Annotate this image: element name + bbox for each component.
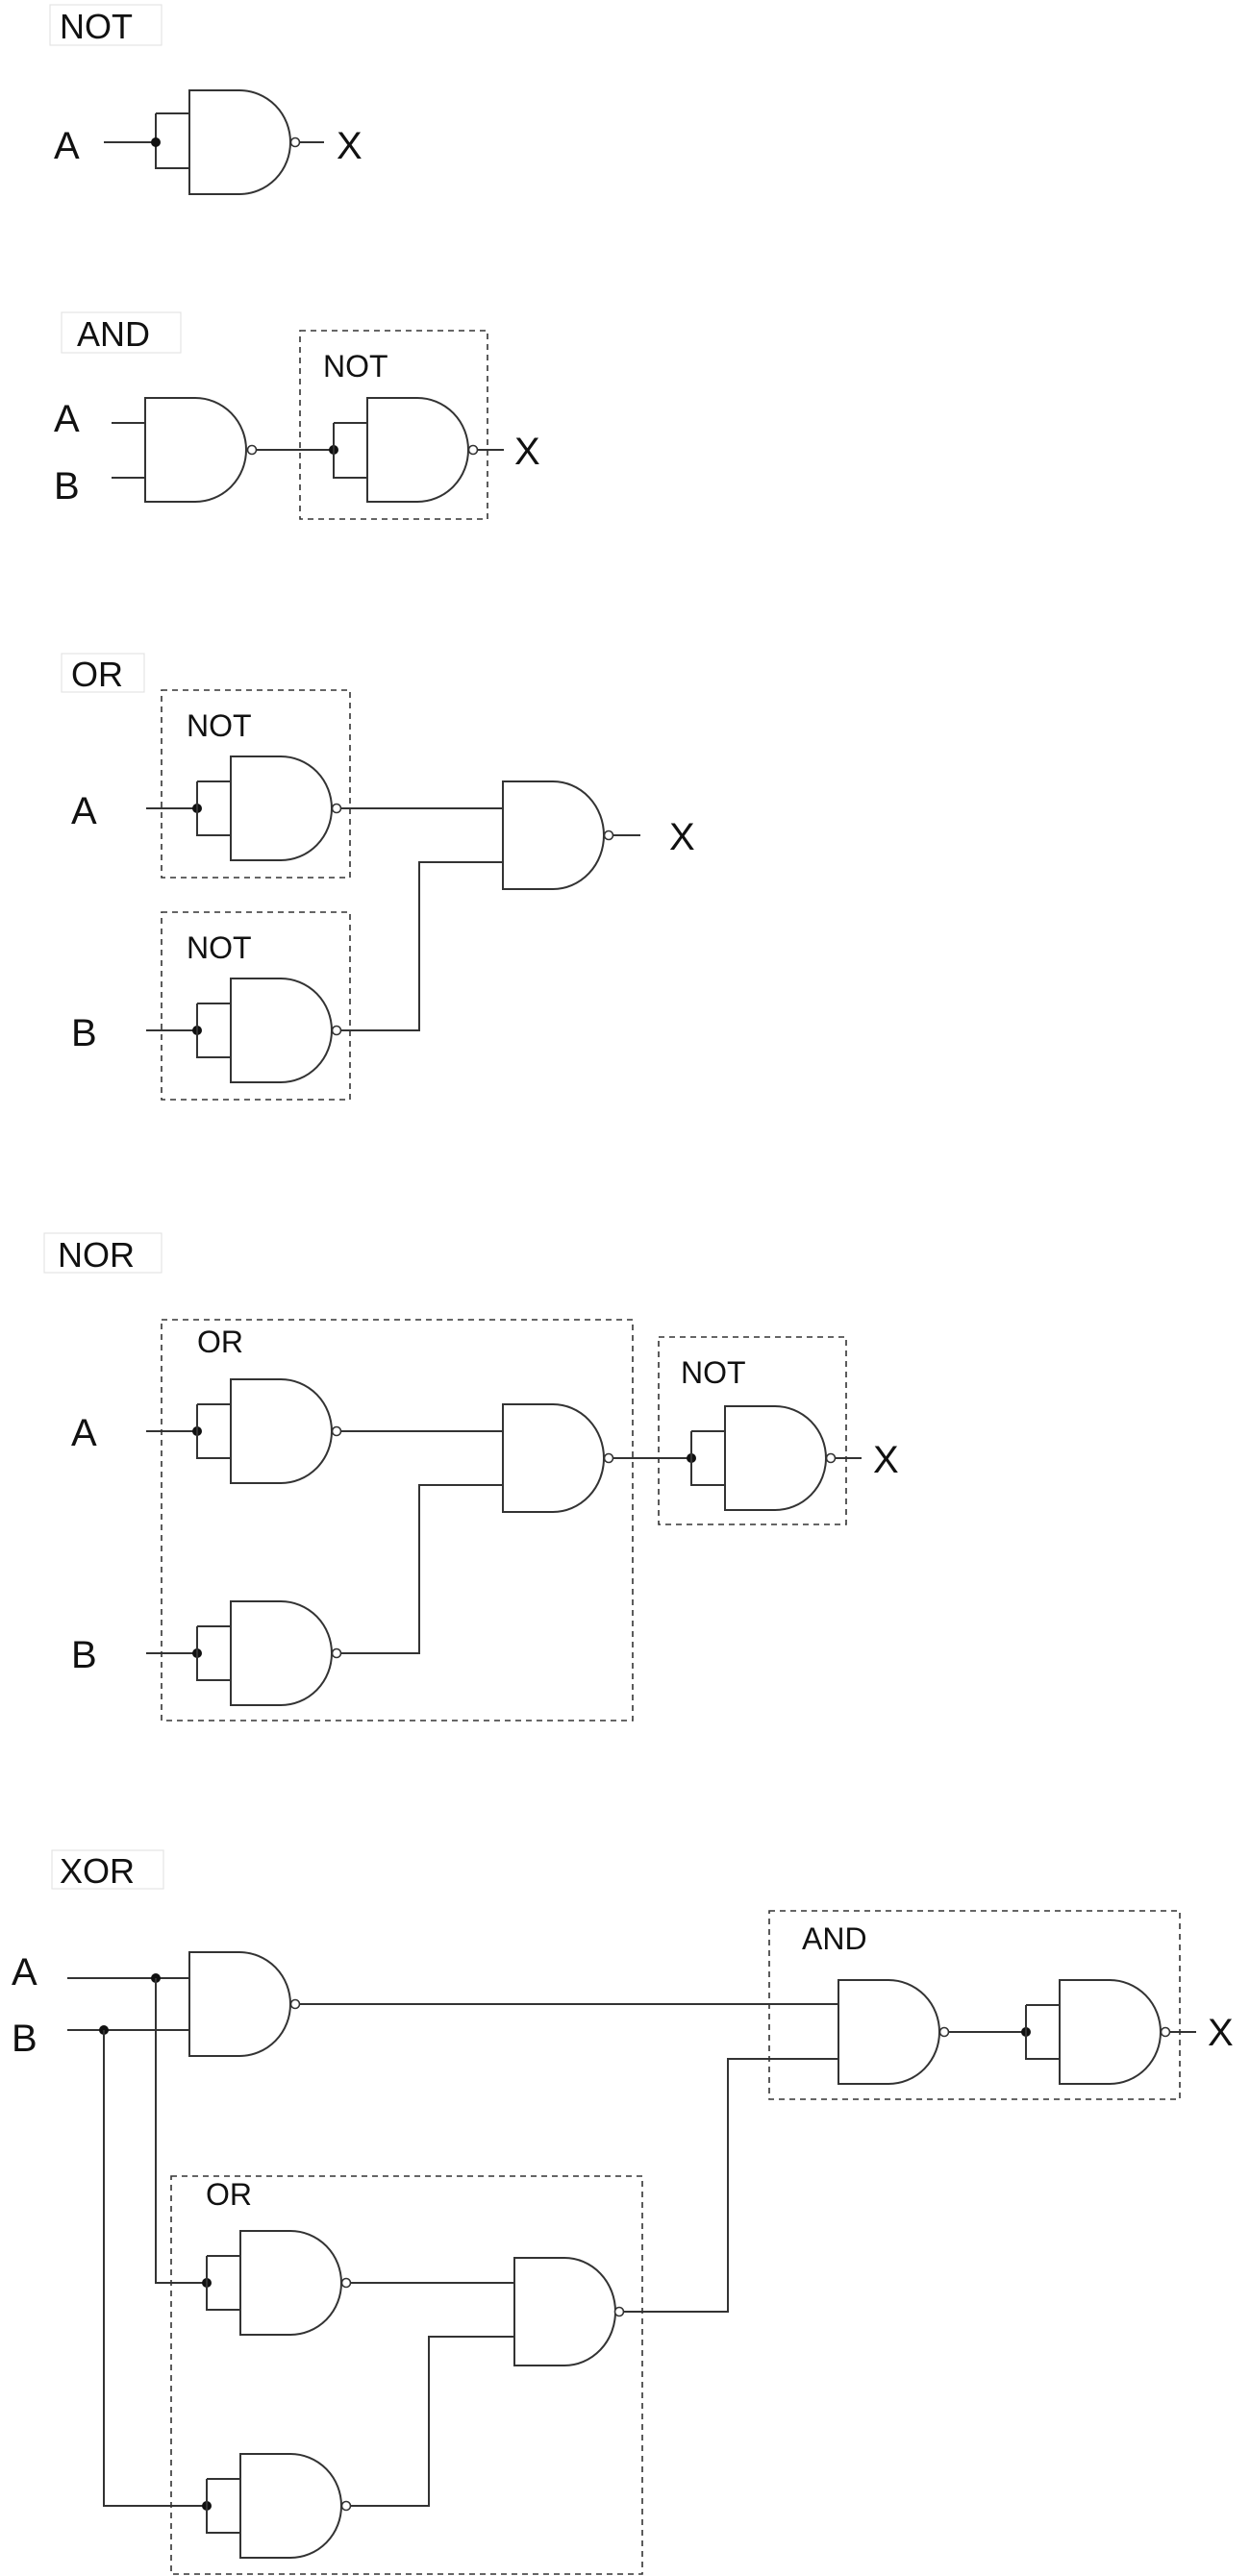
group-label: AND: [802, 1921, 867, 1956]
inverter-bubble: [331, 1425, 342, 1437]
or-group-box: [161, 1319, 634, 1721]
title-box: [51, 1849, 164, 1890]
nand-gate: [502, 1403, 605, 1513]
nand-gate: [366, 397, 469, 503]
title-box: [61, 653, 145, 693]
wire: [196, 1626, 231, 1681]
input-label-a: A: [71, 790, 97, 832]
nand-gate: [513, 2257, 616, 2366]
group-label: NOT: [187, 708, 252, 743]
inverter-bubble: [331, 1025, 342, 1036]
nand-gate: [230, 1600, 333, 1706]
inverter-bubble: [467, 444, 479, 456]
wire: [1025, 2005, 1060, 2060]
output-label-x: X: [873, 1439, 899, 1481]
nand-gate: [1059, 1979, 1162, 2085]
inverter-bubble: [938, 2026, 950, 2038]
section-title: NOT: [60, 7, 133, 46]
wire: [196, 1003, 231, 1058]
section-or: OR A B NOT NOT X: [61, 653, 695, 1101]
inverter-bubble: [331, 803, 342, 814]
input-label-a: A: [12, 1951, 38, 1994]
inverter-bubble: [331, 1647, 342, 1659]
group-label: NOT: [187, 930, 252, 965]
wire: [196, 1404, 231, 1459]
output-label-x: X: [669, 816, 695, 858]
section-nor: NOR A B OR NOT X: [43, 1232, 899, 1721]
nand-gate: [239, 2230, 342, 2336]
inverter-bubble: [613, 2306, 625, 2317]
nand-gate: [838, 1979, 940, 2085]
wire: [350, 2336, 514, 2507]
input-label-a: A: [71, 1412, 97, 1454]
inverter-bubble: [603, 1452, 614, 1464]
nand-gate: [230, 1378, 333, 1484]
not-group-box: [161, 689, 351, 879]
section-xor: XOR A B OR: [12, 1849, 1234, 2575]
wire: [155, 1978, 207, 2284]
not-group-box: [161, 911, 351, 1101]
section-title: XOR: [60, 1851, 135, 1891]
nand-gate: [230, 755, 333, 861]
section-not: NOT A X: [49, 4, 362, 195]
input-label-b: B: [71, 1012, 97, 1054]
inverter-bubble: [340, 2500, 352, 2512]
section-and: AND A B NOT X: [54, 311, 540, 520]
group-label: NOT: [323, 349, 388, 384]
not-group-box: [299, 330, 488, 520]
title-box: [49, 4, 162, 46]
inverter-bubble: [289, 136, 301, 148]
not-group-box: [658, 1336, 847, 1525]
junction-dot: [151, 137, 161, 147]
inverter-bubble: [603, 830, 614, 841]
or-group-box: [170, 2175, 643, 2575]
inverter-bubble: [1160, 2026, 1171, 2038]
wire: [155, 113, 189, 169]
nand-gate: [502, 780, 605, 890]
output-label-x: X: [337, 125, 362, 167]
wire: [623, 2058, 838, 2313]
wire: [690, 1431, 725, 1486]
inverter-bubble: [825, 1452, 837, 1464]
output-label-x: X: [1208, 2012, 1234, 2054]
input-label-a: A: [54, 398, 80, 440]
nand-gate: [239, 2453, 342, 2559]
group-label: NOT: [681, 1355, 746, 1390]
nand-gate: [188, 89, 291, 195]
inverter-bubble: [340, 2277, 352, 2289]
inverter-bubble: [289, 1998, 301, 2010]
input-label-b: B: [71, 1634, 97, 1676]
nand-gate: [724, 1405, 827, 1511]
wire: [206, 2256, 240, 2311]
wire: [206, 2479, 240, 2534]
nand-gate: [144, 397, 247, 503]
wire: [340, 1484, 503, 1654]
wire: [340, 861, 503, 1031]
group-label: OR: [206, 2177, 252, 2212]
wire: [196, 781, 231, 836]
input-label-b: B: [54, 465, 80, 508]
nand-gate: [230, 978, 333, 1083]
wire: [103, 2030, 207, 2507]
and-group-box: [768, 1910, 1181, 2100]
section-title: NOR: [58, 1235, 135, 1275]
input-label-a: A: [54, 125, 80, 167]
section-title: AND: [77, 314, 150, 354]
inverter-bubble: [246, 444, 258, 456]
nand-gate: [188, 1951, 291, 2057]
section-title: OR: [71, 655, 123, 694]
input-label-b: B: [12, 2018, 38, 2060]
title-box: [43, 1232, 162, 1274]
output-label-x: X: [514, 431, 540, 473]
group-label: OR: [197, 1325, 243, 1359]
title-box: [61, 311, 182, 354]
wire: [333, 423, 367, 479]
